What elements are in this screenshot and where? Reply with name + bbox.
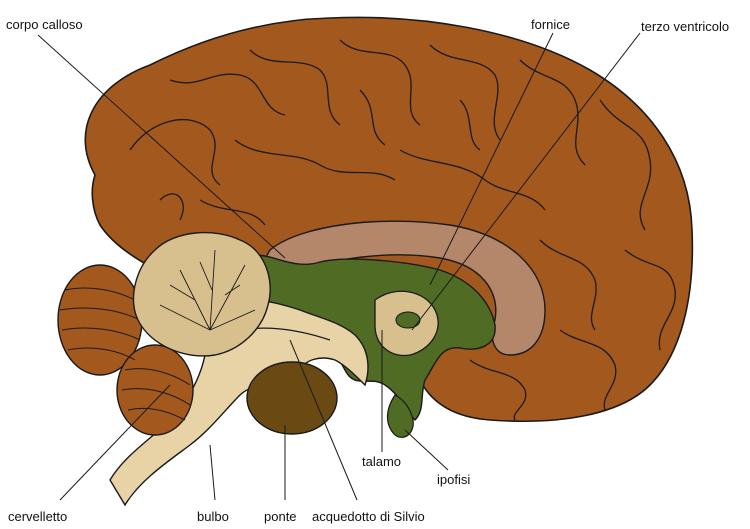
label-corpo-calloso: corpo calloso [6,17,83,32]
leader-ipofisi [404,429,449,471]
leader-cervelletto [59,384,171,501]
pons [246,361,338,435]
leader-lines [37,32,641,501]
pituitary [386,394,414,438]
arbor-vitae [132,231,271,357]
label-talamo: talamo [362,454,402,469]
arbor-vitae-branches [159,249,256,331]
interthalamic-adhesion [395,311,421,329]
leader-fornice [429,32,554,286]
label-ipofisi: ipofisi [437,472,471,487]
leader-corpo-calloso [37,34,286,259]
label-ponte: ponte [264,509,297,524]
label-fornice: fornice [531,17,571,32]
label-cervelletto: cervelletto [8,509,68,524]
leader-bulbo [209,444,216,501]
leader-acquedotto [289,339,358,501]
label-bulbo: bulbo [197,509,229,524]
leader-terzo-ventricolo [411,32,641,331]
cerebellum [57,264,194,436]
cortex-sulci [129,39,676,421]
label-terzo-ventricolo: terzo ventricolo [641,19,730,34]
label-acquedotto: acquedotto di Silvio [312,509,425,524]
